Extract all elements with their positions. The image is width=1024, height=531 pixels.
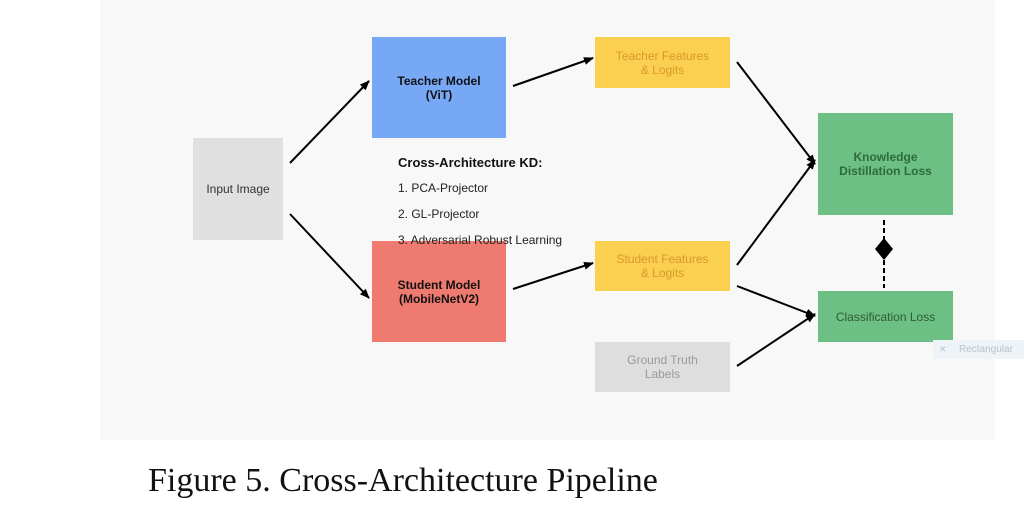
kd-note-title: Cross-Architecture KD: <box>398 155 543 170</box>
edge-input-to-student <box>289 213 370 299</box>
edge-teacher-to-features <box>512 57 594 87</box>
shape-tooltip-label: Rectangular <box>959 344 1013 355</box>
classification-loss-label: Classification Loss <box>835 309 936 324</box>
ground-truth-node[interactable]: Ground Truth Labels <box>595 342 730 392</box>
close-icon[interactable]: ✕ <box>939 344 947 354</box>
teacher-model-label: Teacher Model (ViT) <box>397 73 481 102</box>
edge-ground-truth-to-cls <box>736 313 816 367</box>
edge-student-features-to-cls <box>736 285 816 317</box>
knowledge-distillation-loss-label: Knowledge Distillation Loss <box>839 150 932 178</box>
shape-tooltip: ✕ Rectangular <box>933 340 1024 359</box>
ground-truth-label: Ground Truth Labels <box>627 353 698 381</box>
edge-teacher-features-to-kd <box>736 61 816 165</box>
figure-caption: Figure 5. Cross-Architecture Pipeline <box>148 462 658 499</box>
edge-input-to-teacher <box>289 80 370 164</box>
input-image-label: Input Image <box>206 182 270 196</box>
kd-note-item: 3. Adversarial Robust Learning <box>398 233 563 247</box>
teacher-model-node[interactable]: Teacher Model (ViT) <box>372 37 506 138</box>
kd-note-item: 2. GL-Projector <box>398 207 480 221</box>
edge-student-features-to-kd <box>736 159 816 266</box>
student-features-node[interactable]: Student Features & Logits <box>595 241 730 291</box>
edge-student-to-features <box>512 261 594 290</box>
knowledge-distillation-loss-node[interactable]: Knowledge Distillation Loss <box>818 113 953 215</box>
student-features-label: Student Features & Logits <box>616 252 709 280</box>
kd-note-item: 1. PCA-Projector <box>398 181 489 195</box>
student-model-node[interactable]: Student Model (MobileNetV2) <box>372 241 506 342</box>
teacher-features-node[interactable]: Teacher Features & Logits <box>595 37 730 88</box>
classification-loss-node[interactable]: Classification Loss <box>818 291 953 342</box>
diamond-connector <box>875 238 893 260</box>
student-model-label: Student Model (MobileNetV2) <box>397 277 481 306</box>
teacher-features-label: Teacher Features & Logits <box>615 48 710 77</box>
input-image-node[interactable]: Input Image <box>193 138 283 240</box>
